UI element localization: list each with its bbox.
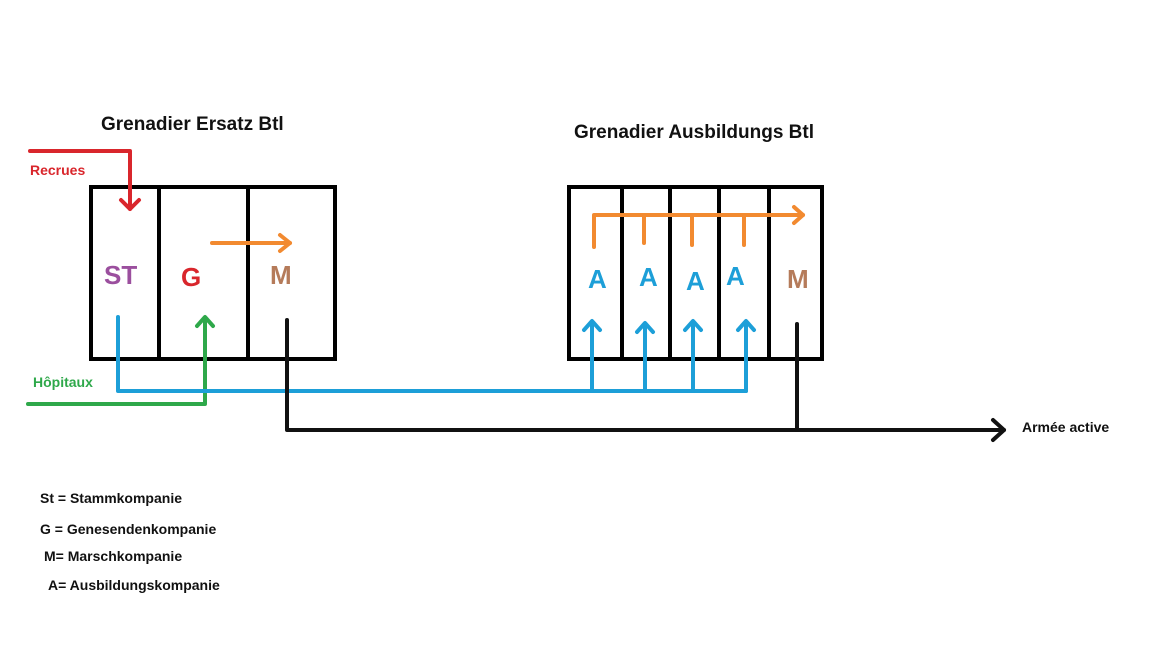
legend-item-m: M= Marschkompanie — [44, 548, 182, 564]
company-a3-label: A — [686, 266, 705, 296]
company-m-label: M — [270, 260, 292, 290]
ersatz-title: Grenadier Ersatz Btl — [101, 114, 284, 135]
recruits-flow-arrow — [28, 149, 141, 211]
ersatz-battalion-box — [89, 185, 337, 361]
recruits-label: Recrues — [30, 162, 85, 178]
g-to-m-transfer-arrow — [210, 233, 292, 253]
active-army-label: Armée active — [1022, 419, 1109, 435]
legend: St = Stammkompanie G = Genesendenkompani… — [40, 490, 220, 593]
company-st-label: ST — [104, 260, 137, 290]
legend-item-a: A= Ausbildungskompanie — [48, 577, 220, 593]
company-g-label: G — [181, 262, 201, 292]
active-army-flow-arrow — [285, 318, 1006, 442]
legend-item-g: G = Genesendenkompanie — [40, 521, 216, 537]
legend-item-st: St = Stammkompanie — [40, 490, 182, 506]
a-to-m-transfer-arrow — [592, 205, 805, 249]
stamm-to-ausbildung-flow — [116, 315, 756, 393]
company-m2-label: M — [787, 264, 809, 294]
company-a1-label: A — [588, 264, 607, 294]
ausbildung-battalion-box — [567, 185, 824, 361]
company-a2-label: A — [639, 262, 658, 292]
ausbildung-title: Grenadier Ausbildungs Btl — [574, 122, 814, 143]
hospitals-flow-arrow — [26, 315, 215, 406]
company-a4-label: A — [726, 261, 745, 291]
hospitals-label: Hôpitaux — [33, 374, 93, 390]
